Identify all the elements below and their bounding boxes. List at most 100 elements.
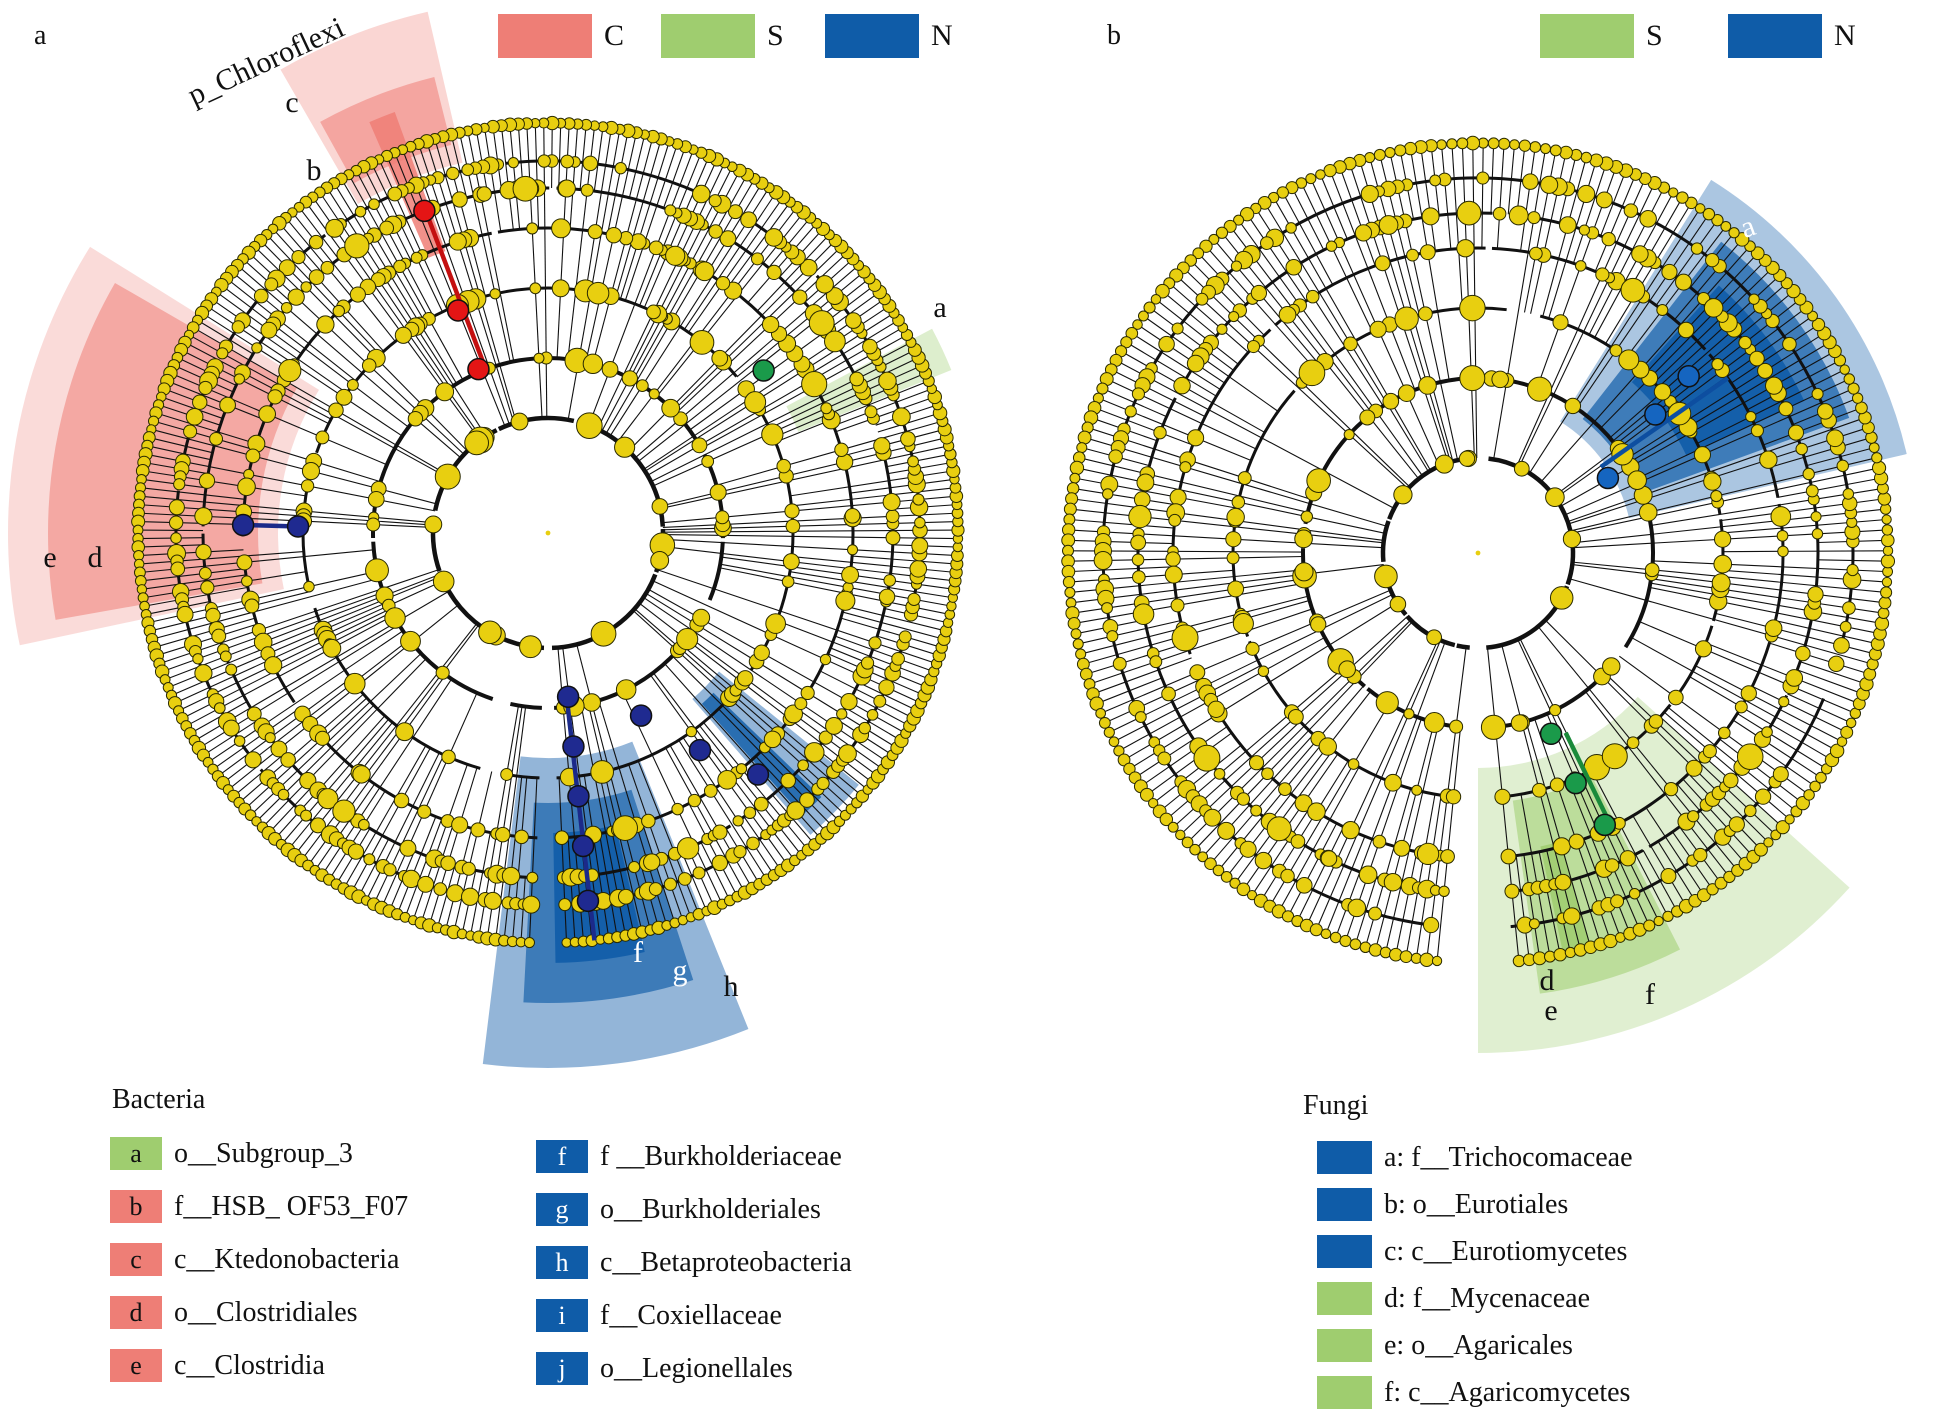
tree-branch <box>1778 478 1881 497</box>
tree-node <box>1231 261 1241 271</box>
label-f: f <box>633 936 643 969</box>
tree-node <box>1330 932 1340 942</box>
tree-node <box>709 225 722 238</box>
tree-branch <box>1452 144 1462 309</box>
tree-node <box>223 720 239 736</box>
tree-node <box>245 599 259 613</box>
tree-node <box>1355 225 1371 241</box>
legend-bacteria-swatch: j <box>536 1352 588 1385</box>
tree-node <box>1796 646 1811 661</box>
tree-node <box>1375 256 1390 271</box>
tree-branch <box>1068 567 1173 572</box>
tree-branch <box>421 823 453 923</box>
tree-node <box>688 794 700 806</box>
tree-node <box>1107 631 1118 642</box>
tree-node <box>232 321 244 333</box>
tree-branch <box>1723 551 1888 552</box>
tree-node <box>1694 848 1707 861</box>
tree-node <box>490 289 500 299</box>
tree-node <box>1579 225 1589 235</box>
legend-fungi-item: c: c__Eurotiomycetes <box>1317 1235 1627 1268</box>
tree-node <box>1523 174 1539 190</box>
tree-node <box>1550 145 1561 156</box>
tree-node <box>1395 307 1418 330</box>
tree-node <box>174 479 185 490</box>
legend-bacteria-text: f__Coxiellaceae <box>600 1300 782 1332</box>
tree-node <box>1749 294 1759 304</box>
tree-node <box>1590 154 1603 167</box>
tree-node <box>1165 566 1182 583</box>
tree-node <box>1214 769 1225 780</box>
tree-node <box>883 494 900 511</box>
tree-node <box>664 878 676 890</box>
tree-node <box>1154 426 1166 438</box>
tree-node <box>1286 259 1302 275</box>
tree-branch-arc <box>1383 521 1389 562</box>
tree-node <box>1339 661 1356 678</box>
tree-node <box>665 205 676 216</box>
tree-node <box>462 862 475 875</box>
tree-node <box>642 814 655 827</box>
tree-node <box>195 665 212 682</box>
tree-node <box>1762 727 1773 738</box>
legend-fungi-item: a: f__Trichocomaceae <box>1317 1141 1633 1174</box>
panel-label-b: b <box>1107 20 1121 52</box>
tree-node <box>793 290 807 304</box>
tree-node <box>879 680 894 695</box>
top-key-c-label: C <box>604 19 624 53</box>
legend-bacteria-swatch: h <box>536 1246 588 1279</box>
tree-node <box>348 844 363 859</box>
tree-node <box>1190 665 1205 680</box>
tree-node <box>618 889 633 904</box>
tree-node <box>591 621 616 646</box>
tree-node <box>1872 461 1885 474</box>
tree-node <box>1541 144 1551 154</box>
tree-node <box>1138 311 1148 321</box>
tree-node <box>1883 546 1892 555</box>
tree-node <box>195 508 212 525</box>
tree-node <box>821 403 832 414</box>
legend-bacteria-item: i f__Coxiellaceae <box>536 1299 782 1332</box>
tree-node <box>1172 625 1198 651</box>
top-key-s-fungi-swatch <box>1540 14 1634 58</box>
tree-node <box>1395 145 1406 156</box>
tree-node <box>1450 720 1463 733</box>
tree-node <box>1669 690 1684 705</box>
tree-branch <box>1722 570 1887 582</box>
tree-node <box>1553 838 1570 855</box>
tree-node <box>1777 530 1788 541</box>
tree-node <box>477 187 491 201</box>
tree-node <box>1310 924 1322 936</box>
tree-node <box>652 499 668 515</box>
tree-node <box>1640 211 1657 228</box>
tree-node <box>686 727 696 737</box>
label-c: c <box>1799 165 1823 201</box>
tree-node <box>1306 290 1319 303</box>
tree-node <box>1755 789 1770 804</box>
tree-node <box>1400 951 1412 963</box>
legend-fungi-swatch <box>1317 1329 1372 1362</box>
tree-node <box>1308 803 1326 821</box>
tree-node <box>171 562 185 576</box>
tree-node <box>1796 443 1807 454</box>
tree-node <box>1394 486 1412 504</box>
legend-bacteria-swatch: i <box>536 1299 588 1332</box>
marked-node-f <box>1541 723 1562 744</box>
tree-node <box>837 709 847 719</box>
tree-node <box>1741 686 1756 701</box>
tree-node <box>1288 709 1303 724</box>
tree-branch <box>1069 519 1174 528</box>
tree-branch <box>1797 670 1863 694</box>
tree-node <box>527 872 538 883</box>
tree-node <box>1505 884 1519 898</box>
tree-branch-arc <box>510 704 542 708</box>
tree-node <box>892 652 905 665</box>
tree-node <box>513 176 538 201</box>
tree-node <box>583 354 602 373</box>
tree-node <box>1340 935 1351 946</box>
tree-node <box>637 380 649 392</box>
tree-node <box>1669 188 1678 197</box>
tree-node <box>1786 670 1803 687</box>
tree-node <box>842 566 859 583</box>
tree-node <box>559 899 571 911</box>
